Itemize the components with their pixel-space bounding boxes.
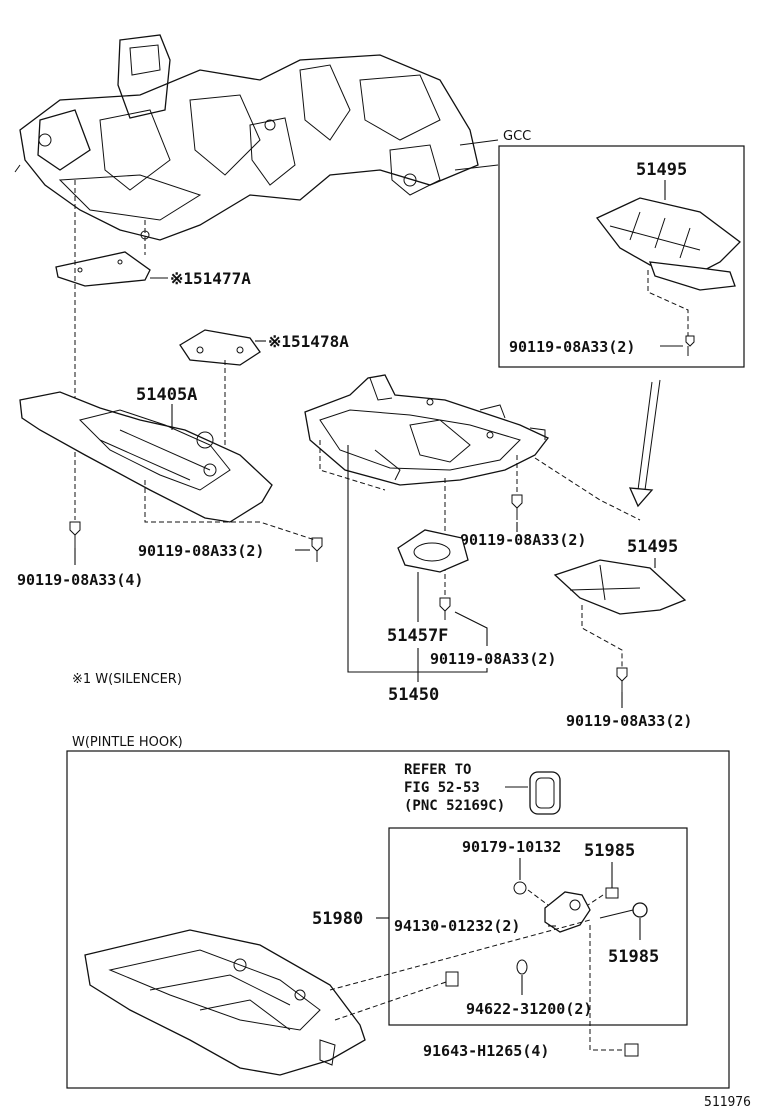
pintle-p2-label: 51985 <box>584 841 635 861</box>
left-cover: 51405A <box>19 385 316 541</box>
right-cover-label: 51495 <box>627 537 678 557</box>
sub-part-label: 51457F <box>387 626 448 646</box>
bolt-center: 90119-08A33(2) <box>460 494 586 549</box>
bolt-left-lower-label: 90119-08A33(4) <box>17 571 143 589</box>
bolt-center-label: 90119-08A33(2) <box>460 531 586 549</box>
bolt-left-mid-label: 90119-08A33(2) <box>138 542 264 560</box>
silencer-note: ※1 W(SILENCER) <box>72 672 182 687</box>
refer-line-2: FIG 52-53 <box>404 780 480 796</box>
gcc-title: GCC <box>503 129 531 144</box>
refer-line-1: REFER TO <box>404 762 471 778</box>
sub-part: 51457F 90119-08A33(2) 51450 <box>347 445 556 705</box>
pintle-title: W(PINTLE HOOK) <box>72 735 183 750</box>
gcc-bolt-label: 90119-08A33(2) <box>509 338 635 356</box>
pintle-p6-label: 94622-31200(2) <box>466 1000 592 1018</box>
bolt-right-label: 90119-08A33(2) <box>566 712 692 730</box>
bolt-left-lower: 90119-08A33(4) <box>17 521 143 589</box>
frame-drawing <box>14 34 499 241</box>
gasket-drawing <box>529 771 561 815</box>
pintle-p3-label: 51980 <box>312 909 363 929</box>
pintle-p4-label: 94130-01232(2) <box>394 917 520 935</box>
refer-line-3: (PNC 52169C) <box>404 798 505 814</box>
arrow-gcc-to-cover <box>628 379 661 508</box>
sub-bolt-label: 90119-08A33(2) <box>430 650 556 668</box>
gcc-box: GCC 51495 90119-08A33(2) <box>498 129 745 368</box>
center-skid-plate <box>304 374 641 595</box>
pintle-frame-drawing <box>84 929 366 1076</box>
silencer-1: ※151477A <box>55 251 251 288</box>
pintle-p7-label: 91643-H1265(4) <box>423 1042 549 1060</box>
right-cover: 51495 90119-08A33(2) <box>553 537 692 730</box>
pintle-p5-label: 51985 <box>608 947 659 967</box>
pintle-p1-label: 90179-10132 <box>462 838 561 856</box>
left-cover-label: 51405A <box>136 385 197 405</box>
silencer-2-label: ※151478A <box>268 332 349 351</box>
gcc-cover-drawing <box>595 197 741 276</box>
figure-id: 511976 <box>704 1095 751 1110</box>
bolt-left-mid: 90119-08A33(2) <box>138 537 323 562</box>
pintle-box: W(PINTLE HOOK) REFER TO FIG 52-53 (PNC 5… <box>66 735 730 1089</box>
gcc-part-label: 51495 <box>636 160 687 180</box>
silencer-1-label: ※151477A <box>170 269 251 288</box>
assembly-label: 51450 <box>388 685 439 705</box>
silencer-2: ※151478A <box>179 329 349 366</box>
